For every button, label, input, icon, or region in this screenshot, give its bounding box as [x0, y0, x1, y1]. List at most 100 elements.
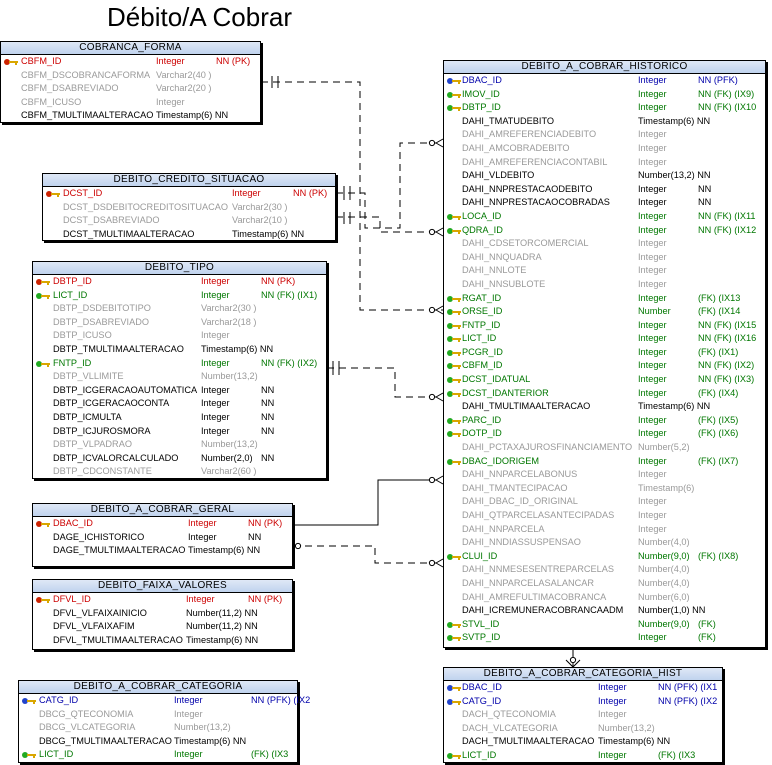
column-type: Integer — [232, 188, 261, 198]
column-type: Integer — [174, 708, 203, 719]
column-type: Integer — [638, 360, 667, 371]
column-type: Number(13,2) — [201, 439, 258, 450]
column-type: Integer — [638, 156, 667, 167]
foreign-key-icon — [447, 213, 461, 220]
column-flags: NN (PFK) (IX2 — [251, 695, 311, 705]
column-name: DAHI_NNPARCELA — [462, 523, 545, 534]
